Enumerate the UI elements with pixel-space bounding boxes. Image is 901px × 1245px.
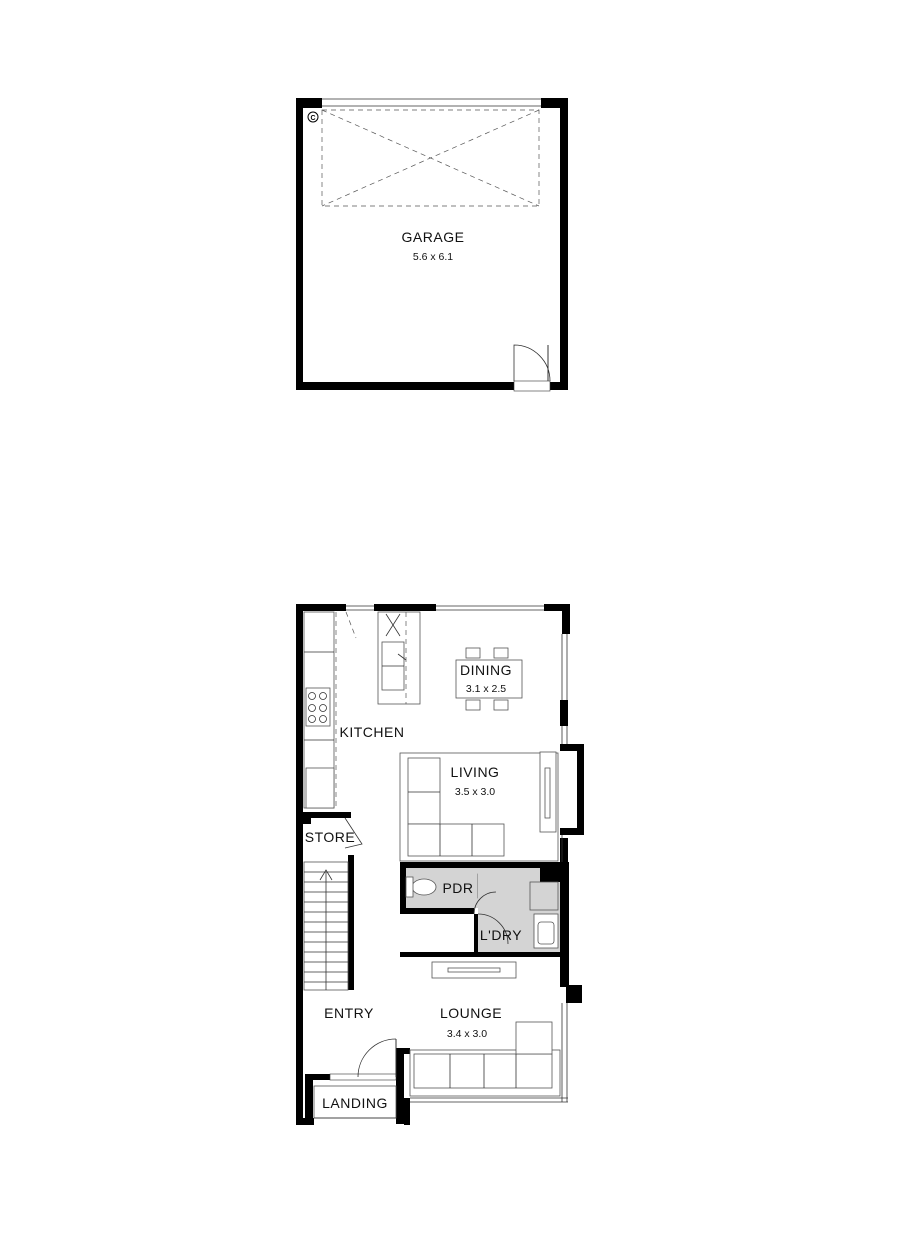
store-label: STORE xyxy=(305,829,355,845)
cooktop-burner-icon-3 xyxy=(308,704,316,712)
lounge-sofa-end xyxy=(515,1021,553,1055)
laundry-label: L'DRY xyxy=(480,927,522,943)
pdr-wall-bottom xyxy=(400,908,474,914)
wall-landing-top xyxy=(305,1074,330,1080)
pantry-door-swing xyxy=(345,611,357,639)
garage-wall-bottom xyxy=(296,382,568,390)
garage-side-door-swing xyxy=(513,344,551,382)
wall-right-wet xyxy=(560,862,569,987)
laundry-corner-block xyxy=(540,868,560,882)
wall-landing-left xyxy=(305,1074,313,1124)
cooktop-burner-icon xyxy=(308,692,316,700)
living-sofa-left xyxy=(407,757,441,825)
wall-right-lower xyxy=(560,838,568,862)
living-bay-bottom xyxy=(560,828,584,835)
wall-right-upper xyxy=(562,604,570,634)
living-label: LIVING xyxy=(451,764,500,780)
pdr-wall-top xyxy=(400,862,568,868)
wall-bottom-right xyxy=(404,1098,410,1125)
entry-door-opening xyxy=(329,1073,397,1081)
dining-chair xyxy=(493,699,509,711)
garage-side-door-opening xyxy=(513,380,551,392)
store-wall-top-left xyxy=(303,812,311,824)
garage-plan: C GARAGE 5.6 x 6.1 xyxy=(296,98,568,392)
lounge-label: LOUNGE xyxy=(440,1005,502,1021)
kitchen-label: KITCHEN xyxy=(340,724,405,740)
garage-roller-door xyxy=(321,109,540,207)
wall-right-step xyxy=(566,985,582,1003)
pdr-door-swing xyxy=(473,891,497,915)
toilet-cistern xyxy=(405,876,414,898)
wall-top-left xyxy=(296,604,346,611)
living-tv xyxy=(544,767,551,819)
garage-size: 5.6 x 6.1 xyxy=(413,251,453,263)
living-sofa-bottom xyxy=(407,823,505,857)
laundry-tub-bowl xyxy=(537,921,555,945)
wall-right-mid xyxy=(560,700,568,726)
wall-top-mid xyxy=(374,604,436,611)
dining-chair xyxy=(465,699,481,711)
lounge-tv xyxy=(447,967,501,973)
pdr-label: PDR xyxy=(442,880,473,896)
wall-entry-right xyxy=(396,1048,404,1124)
wall-left xyxy=(296,604,303,1124)
garage-wall-right xyxy=(560,98,568,390)
living-size: 3.5 x 3.0 xyxy=(455,786,495,798)
dining-chair xyxy=(465,647,481,659)
store-door-swing xyxy=(344,817,363,849)
cooktop-burner-icon-4 xyxy=(319,704,327,712)
living-bay-right xyxy=(577,744,584,834)
dining-label: DINING xyxy=(460,662,512,678)
pdr-wall-left xyxy=(400,862,406,914)
landing-label: LANDING xyxy=(322,1095,388,1111)
dining-chair xyxy=(493,647,509,659)
lounge-sofa xyxy=(413,1053,553,1089)
dining-size: 3.1 x 2.5 xyxy=(466,683,506,695)
kitchen-sink-tap xyxy=(397,653,407,661)
entry-label: ENTRY xyxy=(324,1005,374,1021)
dining-table xyxy=(455,659,523,699)
toilet-icon xyxy=(411,878,437,896)
garage-pier-left xyxy=(296,98,322,108)
entry-door-swing xyxy=(357,1038,397,1078)
cooktop-burner-icon-5 xyxy=(308,715,316,723)
stair-arrow-icon xyxy=(319,869,333,881)
garage-c-marker: C xyxy=(310,115,315,122)
lounge-size: 3.4 x 3.0 xyxy=(447,1028,487,1040)
fridge-space xyxy=(305,767,335,809)
lounge-wall-top xyxy=(400,952,568,957)
laundry-wall-left xyxy=(474,914,478,952)
garage-pier-right xyxy=(541,98,568,108)
laundry-machine-space xyxy=(529,881,559,911)
stair-wall xyxy=(348,855,354,990)
garage-wall-left xyxy=(296,98,303,390)
island-dishwasher-x2 xyxy=(385,613,401,637)
cooktop-burner-icon-6 xyxy=(319,715,327,723)
living-bay-top xyxy=(560,744,584,751)
garage-c-marker-icon xyxy=(307,111,319,123)
ground-floor-plan: DINING 3.1 x 2.5 KITCHEN LIVING 3.5 x 3.… xyxy=(296,604,584,1125)
garage-label: GARAGE xyxy=(402,229,465,245)
cooktop-burner-icon-2 xyxy=(319,692,327,700)
store-wall-top xyxy=(303,812,351,818)
wall-top-right xyxy=(544,604,570,611)
garage-roller-diag-2 xyxy=(321,109,540,207)
laundry-door-swing xyxy=(477,913,509,945)
wall-entry-corner xyxy=(404,1048,410,1054)
